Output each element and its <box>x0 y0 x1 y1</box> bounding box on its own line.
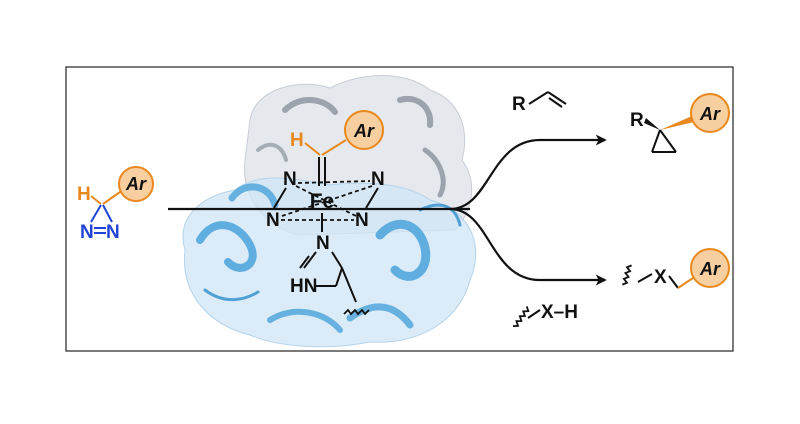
protein-structure <box>182 75 477 348</box>
substrate-diazirine: Ar H N N <box>77 166 154 243</box>
substrate-h-label: H <box>77 184 91 205</box>
substrate-cn-bond-left <box>90 204 102 223</box>
product-ar-label: Ar <box>699 259 721 279</box>
product-squiggle <box>622 264 632 286</box>
ribbon-helices <box>196 95 462 333</box>
substrate-cn-bond-right <box>102 204 113 223</box>
cyclopropane-ar-wedge <box>660 116 694 130</box>
cyclopropane-ring <box>651 129 677 153</box>
histidine-backbone-squiggle <box>343 308 370 316</box>
imidazole-nh-label: HN <box>290 276 317 297</box>
imidazole-ring <box>299 251 357 303</box>
substrate-ar-label: Ar <box>125 174 147 194</box>
xh-reagent-label: X–H <box>541 302 578 323</box>
carbene-h-bond <box>304 142 321 156</box>
pyrrole-n-top-right: N <box>371 169 385 190</box>
porphyrin-frame-bonds <box>273 187 379 209</box>
product-x-label: X <box>654 267 667 288</box>
carbene-h-label: H <box>290 130 304 151</box>
carbene-ar-bond <box>321 139 347 156</box>
substrate-h-bond <box>90 195 102 205</box>
xh-reagent-bond <box>527 309 541 319</box>
product-x-bond-right <box>668 275 679 289</box>
top-branch: R R Ar <box>512 91 730 153</box>
product-ch2-ar-bond <box>677 277 694 289</box>
pyrrole-n-bottom-left: N <box>266 210 280 231</box>
product-ar-circle <box>690 248 730 288</box>
reaction-arrows <box>168 134 607 286</box>
substrate-n-left: N <box>80 222 94 243</box>
iron-carbene-complex: Ar H Fe N N N N N HN <box>266 110 385 316</box>
substrate-ar-bond <box>102 191 121 205</box>
cyclopropane-r-label: R <box>630 110 644 131</box>
substrate-n-right: N <box>106 222 120 243</box>
carbene-ar-label: Ar <box>353 121 375 141</box>
top-branch-arrow <box>449 134 607 211</box>
imidazole-n-label: N <box>316 233 330 254</box>
porphyrin-coordination-lines <box>281 180 373 221</box>
bottom-branch: X–H X Ar <box>512 248 730 327</box>
bottom-branch-arrow <box>449 207 607 286</box>
iron-label: Fe <box>310 190 335 213</box>
scheme-frame <box>65 66 734 352</box>
substrate-ar-circle <box>118 166 154 202</box>
alkene-r-label: R <box>512 94 526 115</box>
cyclopropane-r-wedge <box>644 118 660 130</box>
carbene-ar-circle <box>344 110 384 150</box>
alkene-structure <box>528 91 567 108</box>
xh-reagent-squiggle <box>512 306 530 327</box>
cyclopropane-ar-circle <box>690 93 730 133</box>
product-x-bond-left <box>637 273 653 283</box>
pyrrole-n-bottom-right: N <box>355 210 369 231</box>
pyrrole-n-top-left: N <box>283 169 297 190</box>
cyclopropane-ar-label: Ar <box>699 104 721 124</box>
